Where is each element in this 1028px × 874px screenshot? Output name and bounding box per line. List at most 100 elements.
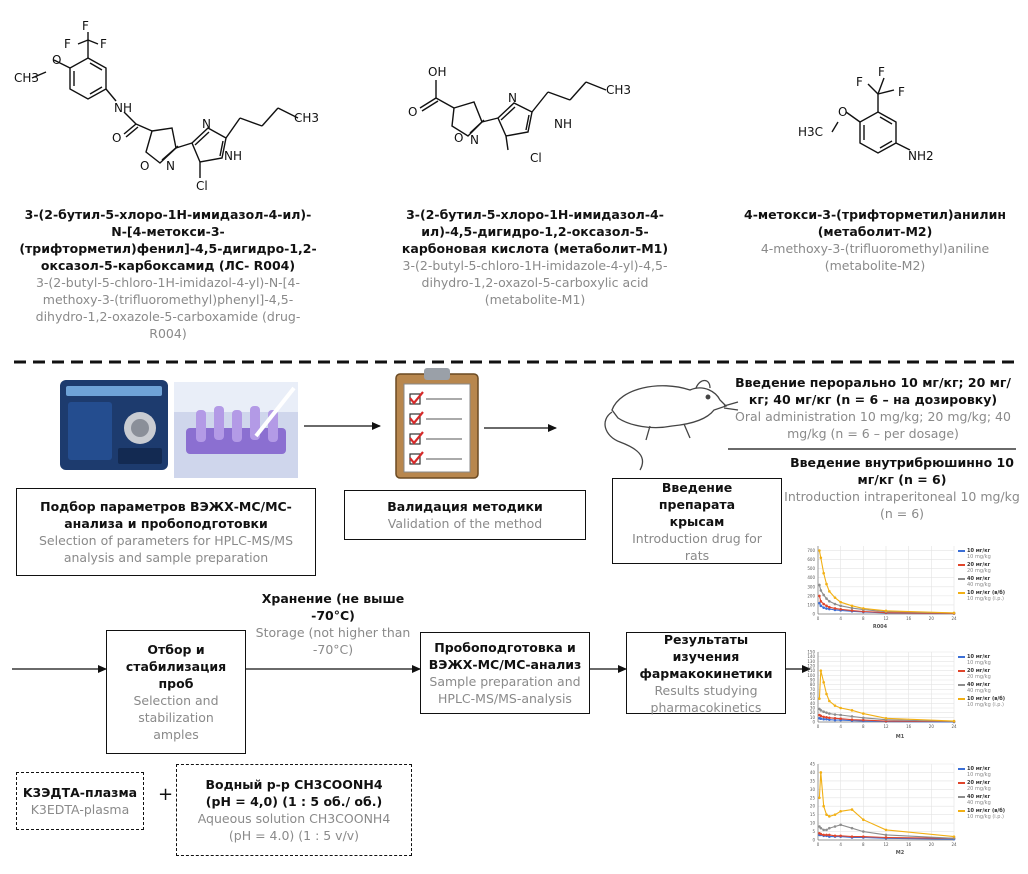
legend-entry: 10 мг/кг (в/б)10 mg/kg (i.p.) bbox=[958, 590, 1005, 602]
compound-name-ru: 3-(2-бутил-5-хлоро-1Н-имидазол-4-ил)-N-[… bbox=[19, 207, 317, 273]
data-point bbox=[862, 716, 865, 720]
data-point bbox=[833, 825, 837, 828]
y-tick-label: 35 bbox=[810, 778, 816, 783]
data-point bbox=[828, 815, 831, 818]
data-point bbox=[884, 716, 888, 720]
data-point bbox=[828, 712, 831, 715]
legend-label-ru: 10 мг/кг (в/б) bbox=[967, 696, 1006, 702]
x-tick-label: 16 bbox=[906, 842, 912, 847]
y-tick-label: 30 bbox=[810, 787, 816, 792]
legend-label-en: 40 mg/kg bbox=[967, 582, 991, 588]
data-point bbox=[833, 596, 837, 599]
legend-label-ru: 10 мг/кг (в/б) bbox=[967, 590, 1006, 596]
y-tick-label: 80 bbox=[810, 682, 816, 687]
y-tick-label: 300 bbox=[807, 584, 815, 589]
data-point bbox=[828, 718, 831, 721]
data-point bbox=[825, 607, 828, 610]
hplc-instrument-illustration bbox=[60, 380, 168, 470]
step-sampling: Отбор и стабилизация проб Selection and … bbox=[106, 630, 246, 754]
x-tick-label: 16 bbox=[906, 616, 912, 621]
legend-swatch bbox=[958, 655, 965, 658]
atom-f: F bbox=[898, 85, 905, 99]
legend-label-en: 40 mg/kg bbox=[967, 800, 991, 806]
y-tick-label: 600 bbox=[807, 557, 815, 562]
legend-label-en: 20 mg/kg bbox=[967, 674, 991, 680]
y-tick-label: 45 bbox=[810, 762, 816, 767]
y-tick-label: 50 bbox=[810, 696, 816, 701]
compound-label-m1: 3-(2-бутил-5-хлоро-1Н-имидазол-4-ил)-4,5… bbox=[390, 206, 680, 308]
legend-label-ru: 20 мг/кг bbox=[967, 562, 991, 568]
data-point bbox=[850, 808, 854, 811]
y-tick-label: 0 bbox=[812, 720, 815, 725]
x-tick-label: 12 bbox=[883, 842, 889, 847]
legend-label-ru: 10 мг/кг bbox=[967, 548, 991, 554]
data-point bbox=[952, 611, 956, 615]
x-tick-label: 0 bbox=[817, 616, 820, 621]
legend-swatch bbox=[958, 669, 965, 672]
legend-label-en: 20 mg/kg bbox=[967, 786, 991, 792]
y-tick-label: 100 bbox=[807, 673, 815, 678]
data-point bbox=[822, 681, 825, 684]
data-point bbox=[833, 607, 837, 610]
x-tick-label: 24 bbox=[951, 616, 957, 621]
atom-ch3: CH3 bbox=[14, 71, 39, 85]
data-point bbox=[822, 717, 825, 721]
data-point bbox=[818, 796, 821, 800]
legend-label-ru: 40 мг/кг bbox=[967, 576, 991, 582]
y-tick-label: 400 bbox=[807, 575, 815, 580]
x-tick-label: 8 bbox=[862, 724, 865, 729]
data-point bbox=[839, 604, 842, 608]
data-point bbox=[884, 609, 888, 613]
y-tick-label: 60 bbox=[810, 692, 816, 697]
legend-swatch bbox=[958, 767, 965, 770]
legend-label-en: 20 mg/kg bbox=[967, 568, 991, 574]
atom-n: N bbox=[508, 91, 517, 105]
structure-r004-atoms: F F F O CH3 NH O O N N NH Cl CH3 bbox=[14, 19, 319, 193]
y-tick-label: 5 bbox=[812, 829, 815, 834]
data-point bbox=[825, 813, 828, 816]
data-point bbox=[828, 826, 831, 830]
data-point bbox=[833, 834, 837, 838]
chart-title: R004 bbox=[873, 624, 888, 630]
data-point bbox=[819, 832, 823, 836]
atom-o: O bbox=[408, 105, 417, 119]
legend-label-en: 10 mg/kg (i.p.) bbox=[967, 702, 1004, 708]
data-point bbox=[839, 706, 842, 710]
data-point bbox=[819, 771, 823, 774]
data-point bbox=[850, 826, 854, 830]
data-point bbox=[833, 602, 837, 606]
y-tick-label: 0 bbox=[812, 838, 815, 843]
data-point bbox=[822, 593, 825, 597]
atom-h3c: H3C bbox=[798, 125, 823, 139]
data-point bbox=[850, 606, 854, 610]
y-tick-label: 150 bbox=[807, 650, 815, 655]
data-point bbox=[850, 835, 854, 838]
atom-f: F bbox=[64, 37, 71, 51]
data-point bbox=[819, 556, 823, 560]
structure-r004 bbox=[31, 32, 299, 178]
atom-nh2: NH2 bbox=[908, 149, 934, 163]
legend-label-ru: 40 мг/кг bbox=[967, 794, 991, 800]
data-point bbox=[822, 804, 825, 808]
legend-entry: 10 мг/кг (в/б)10 mg/kg (i.p.) bbox=[958, 696, 1005, 708]
data-point bbox=[833, 718, 837, 722]
data-point bbox=[825, 833, 828, 837]
y-tick-label: 10 bbox=[810, 821, 816, 826]
data-point bbox=[884, 833, 888, 837]
legend-label-ru: 10 мг/кг bbox=[967, 654, 991, 660]
data-point bbox=[819, 600, 823, 603]
atom-cl: Cl bbox=[196, 179, 208, 193]
plus-sign: + bbox=[158, 784, 174, 805]
data-point bbox=[822, 828, 825, 832]
data-point bbox=[952, 719, 956, 723]
plasma-box: K3ЭДТА-плазма K3EDTA-plasma bbox=[16, 772, 144, 830]
data-point bbox=[839, 809, 842, 813]
legend-swatch bbox=[958, 809, 965, 812]
x-tick-label: 4 bbox=[839, 616, 842, 621]
